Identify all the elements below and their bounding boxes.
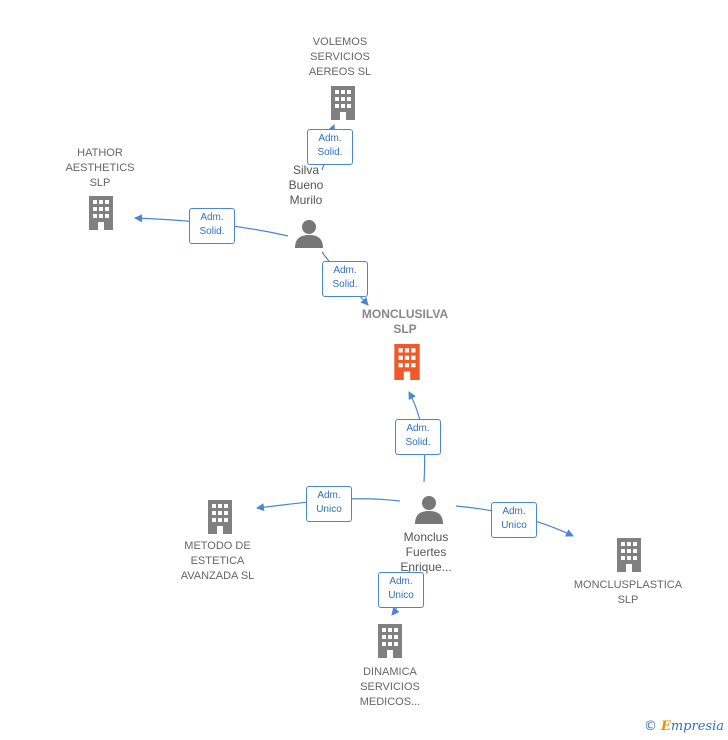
- building-icon-hathor: [89, 196, 113, 230]
- label-line: Fuertes: [405, 545, 447, 559]
- label-line: SERVICIOS: [310, 51, 370, 63]
- label-line: Enrique...: [400, 560, 452, 574]
- building-icon-volemos: [331, 86, 355, 120]
- label-line: Monclus: [403, 530, 449, 544]
- label-line: SLP: [89, 177, 111, 189]
- label-line: SLP: [393, 322, 417, 336]
- person-icon-silva: [295, 220, 323, 248]
- building-icon-metodo: [208, 500, 232, 534]
- edge-label-line: Unico: [388, 590, 414, 601]
- edge-label-line: Solid.: [317, 147, 343, 158]
- edge-label-line: Adm.: [200, 212, 224, 223]
- edge-label-line: Adm.: [406, 423, 430, 434]
- label-silva[interactable]: Silva Bueno Murilo: [276, 163, 336, 208]
- edge-label-line: Unico: [316, 504, 342, 515]
- person-icon-monclus: [415, 496, 443, 524]
- label-line: Murilo: [289, 193, 323, 207]
- brand-name: mpresia: [670, 719, 724, 734]
- brand-initial: E: [660, 719, 671, 734]
- label-line: AVANZADA SL: [180, 570, 255, 582]
- building-icon-monclusilva: [394, 344, 420, 380]
- edge-label-monclus-metodo[interactable]: Adm. Unico: [306, 486, 352, 522]
- edge-label-line: Adm.: [389, 576, 413, 587]
- edge-label-silva-volemos[interactable]: Adm. Solid.: [307, 129, 353, 165]
- label-line: ESTETICA: [190, 555, 245, 567]
- label-line: MONCLUSPLASTICA: [573, 579, 683, 591]
- edge-label-line: Adm.: [318, 133, 342, 144]
- label-line: SERVICIOS: [360, 681, 420, 693]
- edge-label-monclus-dinamica[interactable]: Adm. Unico: [378, 572, 424, 608]
- label-line: Silva: [292, 163, 319, 177]
- label-line: AESTHETICS: [65, 162, 135, 174]
- copyright-icon: ©: [643, 719, 657, 734]
- edge-label-silva-monclusilva[interactable]: Adm. Solid.: [322, 261, 368, 297]
- label-metodo[interactable]: METODO DE ESTETICA AVANZADA SL: [160, 539, 275, 584]
- edge-label-monclus-monclusilva[interactable]: Adm. Solid.: [395, 419, 441, 455]
- label-line: AEREOS SL: [308, 66, 372, 78]
- brand-logo: ©Empresia: [644, 719, 724, 734]
- edge-label-monclus-monclusplastica[interactable]: Adm. Unico: [491, 502, 537, 538]
- edge-label-line: Adm.: [333, 265, 357, 276]
- label-hathor[interactable]: HATHOR AESTHETICS SLP: [50, 146, 150, 191]
- label-volemos[interactable]: VOLEMOS SERVICIOS AEREOS SL: [290, 35, 390, 80]
- label-line: DINAMICA: [363, 666, 417, 678]
- label-line: METODO DE: [184, 540, 251, 552]
- label-line: HATHOR: [77, 147, 123, 159]
- label-line: Bueno: [288, 178, 324, 192]
- edge-label-line: Solid.: [405, 437, 431, 448]
- label-monclusilva[interactable]: MONCLUSILVA SLP: [350, 307, 460, 337]
- edge-label-line: Adm.: [502, 506, 526, 517]
- label-line: VOLEMOS: [312, 36, 368, 48]
- edge-label-silva-hathor[interactable]: Adm. Solid.: [189, 208, 235, 244]
- label-line: SLP: [617, 594, 639, 606]
- label-line: MEDICOS...: [359, 696, 421, 708]
- building-icon-monclusplastica: [617, 538, 641, 572]
- label-line: MONCLUSILVA: [361, 307, 449, 321]
- edge-label-line: Unico: [501, 520, 527, 531]
- label-monclusplastica[interactable]: MONCLUSPLASTICA SLP: [566, 578, 690, 608]
- edge-label-line: Solid.: [332, 279, 358, 290]
- label-monclus[interactable]: Monclus Fuertes Enrique...: [386, 530, 466, 575]
- edge-label-line: Adm.: [317, 490, 341, 501]
- label-dinamica[interactable]: DINAMICA SERVICIOS MEDICOS...: [340, 665, 440, 710]
- building-icon-dinamica: [378, 624, 402, 658]
- edge-label-line: Solid.: [199, 226, 225, 237]
